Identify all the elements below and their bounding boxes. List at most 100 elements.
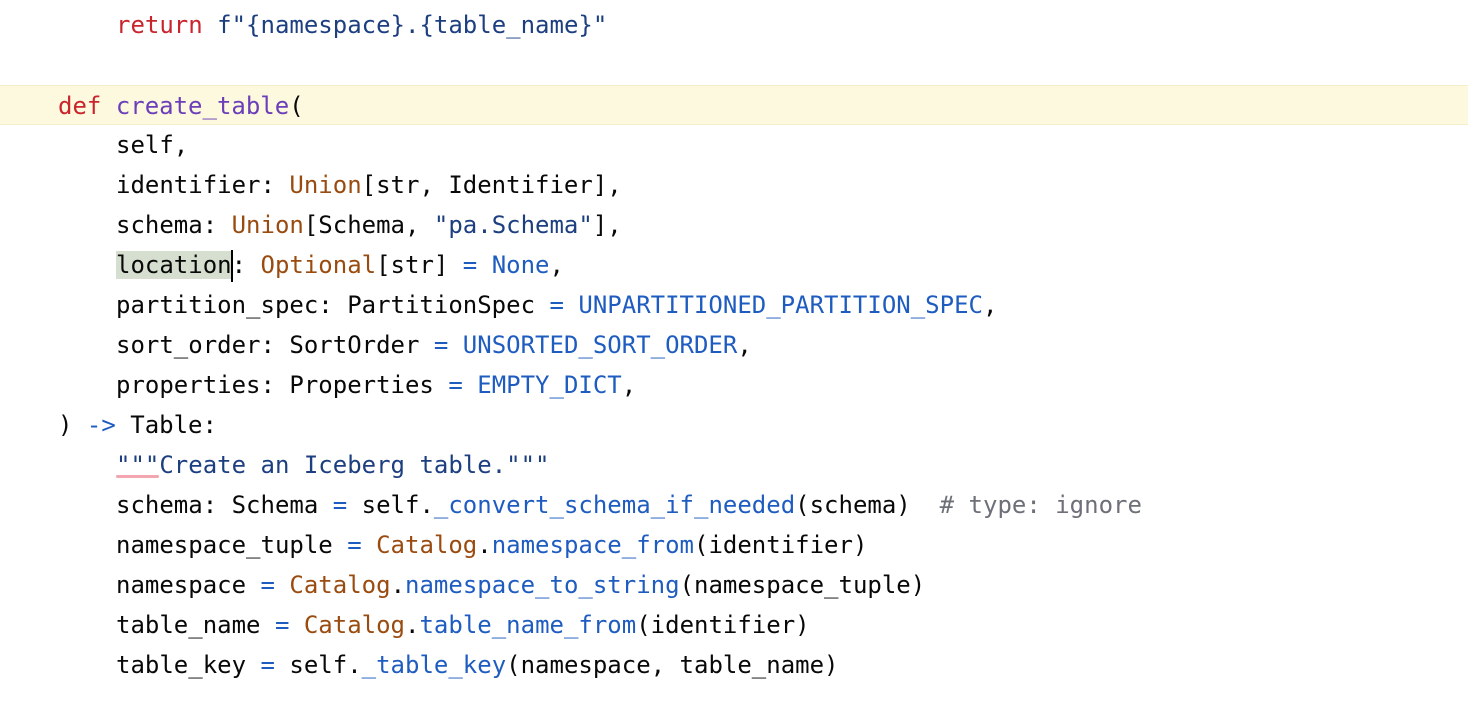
code-token xyxy=(289,611,303,639)
code-token: UNPARTITIONED_PARTITION_SPEC xyxy=(578,291,983,319)
code-token xyxy=(477,251,491,279)
code-token xyxy=(463,371,477,399)
code-line[interactable]: schema: Schema = self._convert_schema_if… xyxy=(0,485,1468,525)
code-token: Catalog xyxy=(376,531,478,559)
code-text: identifier: Union[str, Identifier], xyxy=(116,165,622,205)
code-token: UNSORTED_SORT_ORDER xyxy=(462,331,738,359)
code-token: -> xyxy=(86,411,116,439)
code-text: table_name = Catalog.table_name_from(ide… xyxy=(116,605,810,645)
code-token: schema: xyxy=(116,211,232,239)
code-line[interactable]: location: Optional[str] = None, xyxy=(0,245,1468,285)
code-line-current[interactable]: def create_table( xyxy=(0,85,1468,125)
code-token: : xyxy=(231,251,261,279)
code-line[interactable]: table_key = self._table_key(namespace, t… xyxy=(0,645,1468,685)
code-token: = xyxy=(549,291,564,319)
code-token: ( xyxy=(289,92,304,120)
code-token: = xyxy=(260,651,275,679)
code-token: table_key xyxy=(116,651,261,679)
code-token: self. xyxy=(347,491,434,519)
code-token: _convert_schema_if_needed xyxy=(433,491,796,519)
code-token: Union xyxy=(289,171,362,199)
code-token: = xyxy=(260,571,275,599)
code-text: partition_spec: PartitionSpec = UNPARTIT… xyxy=(116,285,997,325)
code-token: sort_order: SortOrder xyxy=(116,331,434,359)
code-token: (identifier) xyxy=(636,611,810,639)
code-token: , xyxy=(982,291,998,319)
text-caret xyxy=(230,250,233,282)
warning-squiggle-token: """ xyxy=(116,451,160,479)
code-token: # type: ignore xyxy=(939,491,1142,519)
code-line[interactable]: table_name = Catalog.table_name_from(ide… xyxy=(0,605,1468,645)
code-token: ], xyxy=(592,211,622,239)
code-text: table_key = self._table_key(namespace, t… xyxy=(116,645,839,685)
code-line[interactable]: ) -> Table: xyxy=(0,405,1468,445)
code-line[interactable]: return f"{namespace}.{table_name}" xyxy=(0,5,1468,45)
code-token: . xyxy=(405,611,420,639)
code-text: def create_table( xyxy=(58,86,304,126)
code-token: . xyxy=(390,571,406,599)
code-token: [str, Identifier], xyxy=(361,171,622,199)
code-token: None xyxy=(491,251,550,279)
code-token: namespace_to_string xyxy=(405,571,680,599)
code-token: ) xyxy=(58,411,87,439)
code-token: self, xyxy=(116,131,189,159)
code-token: properties: Properties xyxy=(116,371,449,399)
code-token: (namespace_tuple) xyxy=(679,571,926,599)
code-text: """Create an Iceberg table.""" xyxy=(116,445,550,485)
code-token: , xyxy=(737,331,752,359)
code-token: = xyxy=(433,331,449,359)
code-token: identifier: xyxy=(116,171,290,199)
code-token: self. xyxy=(274,651,362,679)
code-token: = xyxy=(274,611,290,639)
code-line[interactable]: sort_order: SortOrder = UNSORTED_SORT_OR… xyxy=(0,325,1468,365)
code-token: (namespace, table_name) xyxy=(506,651,839,679)
code-token: return xyxy=(116,11,203,39)
code-token xyxy=(362,531,376,559)
code-token: Union xyxy=(231,211,304,239)
code-token: table_name xyxy=(116,611,275,639)
code-token: = xyxy=(332,491,348,519)
code-token: f"{namespace}.{table_name}" xyxy=(217,11,608,39)
code-token: = xyxy=(448,371,463,399)
code-token: Optional xyxy=(260,251,377,279)
code-token: . xyxy=(477,531,492,559)
code-token: [str] xyxy=(376,251,463,279)
code-token: Catalog xyxy=(303,611,406,639)
code-line[interactable]: namespace_tuple = Catalog.namespace_from… xyxy=(0,525,1468,565)
code-text: namespace = Catalog.namespace_to_string(… xyxy=(116,565,925,605)
code-token: namespace_from xyxy=(491,531,694,559)
code-line[interactable] xyxy=(0,45,1468,85)
code-token xyxy=(203,11,217,39)
code-token: [Schema, xyxy=(303,211,434,239)
code-token xyxy=(564,291,578,319)
code-line[interactable]: """Create an Iceberg table.""" xyxy=(0,445,1468,485)
code-line[interactable]: identifier: Union[str, Identifier], xyxy=(0,165,1468,205)
code-token: create_table xyxy=(115,92,290,120)
code-line[interactable]: properties: Properties = EMPTY_DICT, xyxy=(0,365,1468,405)
code-token: namespace_tuple xyxy=(116,531,348,559)
code-token: Table: xyxy=(115,411,217,439)
code-text: location: Optional[str] = None, xyxy=(116,245,564,285)
code-token xyxy=(101,92,115,120)
highlighted-identifier: location xyxy=(116,251,232,279)
code-token xyxy=(448,331,462,359)
code-text: self, xyxy=(116,125,188,165)
code-token: = xyxy=(347,531,362,559)
code-token: = xyxy=(462,251,478,279)
code-token: Create an Iceberg table.""" xyxy=(159,451,550,479)
code-text: schema: Union[Schema, "pa.Schema"], xyxy=(116,205,622,245)
code-token: EMPTY_DICT xyxy=(477,371,622,399)
code-line[interactable]: self, xyxy=(0,125,1468,165)
code-token: _table_key xyxy=(361,651,507,679)
code-text: ) -> Table: xyxy=(58,405,217,445)
code-line[interactable]: partition_spec: PartitionSpec = UNPARTIT… xyxy=(0,285,1468,325)
code-token: , xyxy=(621,371,637,399)
code-text: namespace_tuple = Catalog.namespace_from… xyxy=(116,525,867,565)
code-line[interactable]: namespace = Catalog.namespace_to_string(… xyxy=(0,565,1468,605)
code-token: Catalog xyxy=(289,571,391,599)
code-token: def xyxy=(58,92,102,120)
code-line[interactable]: schema: Union[Schema, "pa.Schema"], xyxy=(0,205,1468,245)
code-token: table_name_from xyxy=(419,611,637,639)
code-token: namespace xyxy=(116,571,261,599)
